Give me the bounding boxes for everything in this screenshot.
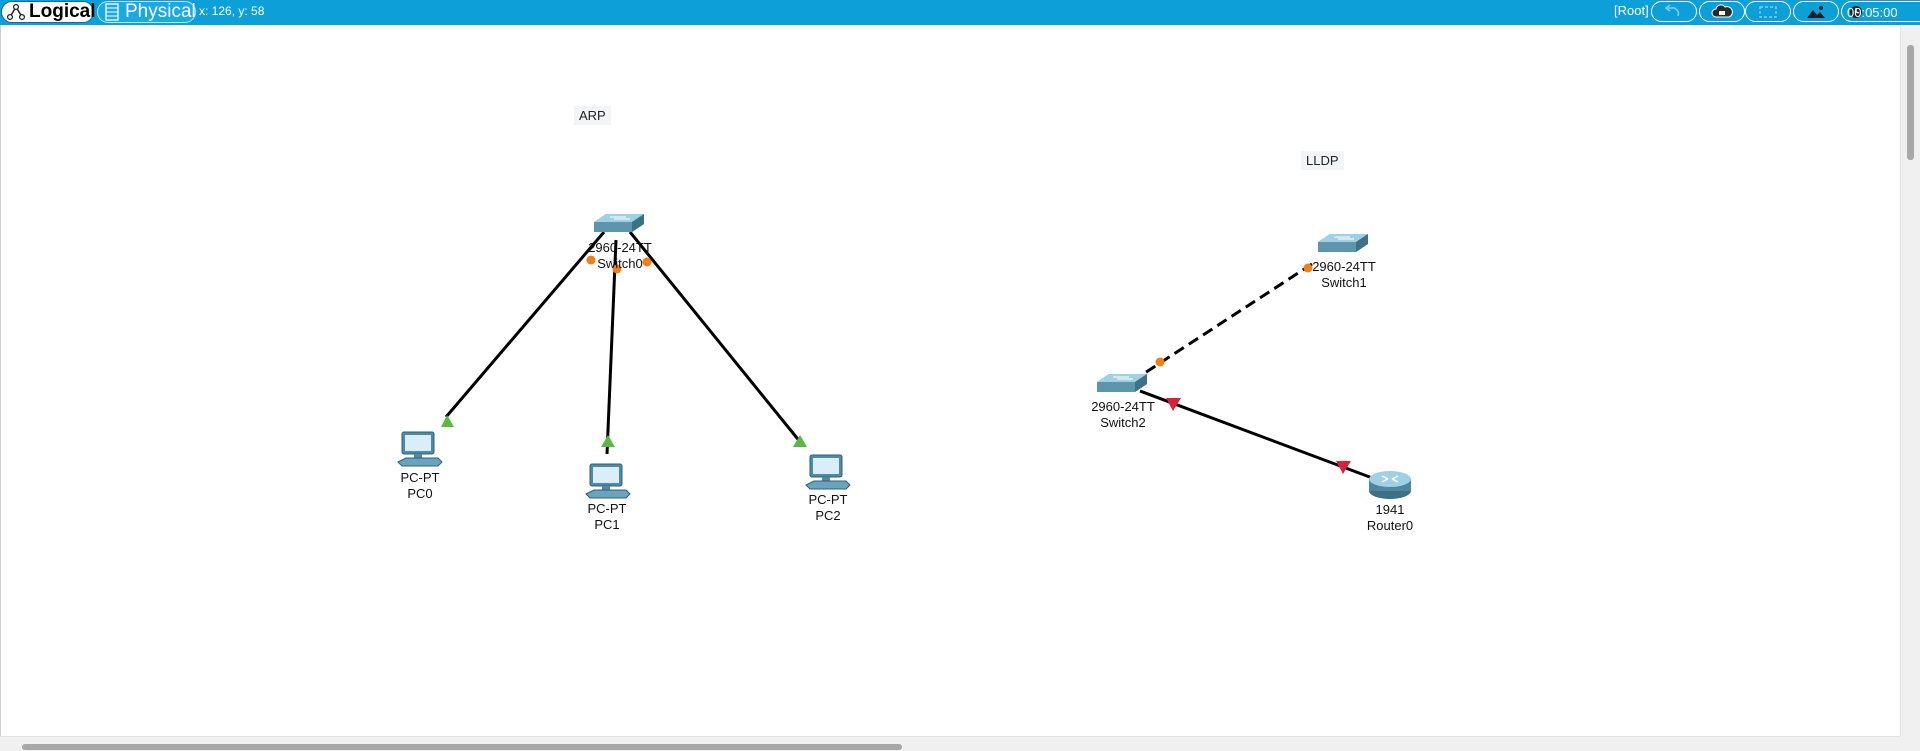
cloud-icon: [1711, 3, 1733, 17]
device-name: PC0: [407, 486, 433, 501]
link-light-orange: [642, 257, 652, 267]
link-switch0-pc1[interactable]: [605, 239, 618, 455]
background-image-icon: [1807, 5, 1825, 18]
device-name: Switch1: [1321, 275, 1367, 290]
vertical-scroll-thumb[interactable]: [1907, 45, 1914, 160]
device-label-switch0: 2960-24TT Switch0: [570, 240, 670, 272]
device-name: Switch0: [597, 256, 643, 271]
tab-logical[interactable]: Logical: [1, 1, 96, 23]
topology-icon: [6, 2, 26, 22]
horizontal-scrollbar[interactable]: [0, 736, 1900, 751]
device-label-pc1: PC-PT PC1: [557, 501, 657, 533]
link-light-green-up: [793, 435, 807, 447]
clock-icon: [1849, 5, 1862, 18]
device-label-router0: 1941 Router0: [1340, 502, 1440, 534]
simulation-clock[interactable]: [1841, 1, 1920, 22]
device-label-pc2: PC-PT PC2: [778, 492, 878, 524]
link-switch1-switch2[interactable]: [1136, 262, 1313, 380]
device-model: 2960-24TT: [1091, 399, 1155, 414]
device-name: Switch2: [1100, 415, 1146, 430]
link-light-orange: [586, 255, 596, 265]
tab-physical[interactable]: Physical: [97, 1, 196, 23]
topology-canvas: [397, 214, 1411, 499]
pc-icon[interactable]: [585, 463, 631, 499]
pc-icon[interactable]: [397, 431, 443, 467]
note-lldp[interactable]: LLDP: [1301, 151, 1344, 170]
clock-time: 00:05:00: [1847, 4, 1898, 20]
vertical-scrollbar[interactable]: [1900, 25, 1920, 736]
link-light-orange: [612, 264, 622, 274]
link-light-orange: [1155, 357, 1165, 367]
device-name: PC2: [815, 508, 841, 523]
cursor-coordinates: x: 126, y: 58: [199, 4, 265, 18]
router-icon[interactable]: [1369, 471, 1411, 499]
link-light-orange: [1303, 263, 1313, 273]
device-label-switch2: 2960-24TT Switch2: [1073, 399, 1173, 431]
device-model: 2960-24TT: [1312, 259, 1376, 274]
switch-icon[interactable]: [1097, 374, 1147, 392]
link-switch2-router0[interactable]: [1139, 389, 1376, 481]
switch-icon[interactable]: [594, 214, 644, 232]
link-switch0-pc2[interactable]: [628, 231, 803, 444]
background-image-button[interactable]: [1793, 1, 1839, 22]
horizontal-scroll-thumb[interactable]: [22, 744, 902, 750]
viewport-icon: [1759, 5, 1777, 18]
pc-icon[interactable]: [805, 454, 851, 490]
rack-icon: [102, 2, 122, 22]
device-model: PC-PT: [587, 501, 627, 516]
device-label-pc0: PC-PT PC0: [370, 470, 470, 502]
tab-physical-label: Physical: [125, 1, 196, 22]
device-name: PC1: [594, 517, 620, 532]
scrollbar-corner: [1900, 736, 1920, 751]
device-model: PC-PT: [808, 492, 848, 507]
link-light-green-up: [601, 435, 615, 447]
back-icon: [1664, 3, 1680, 16]
link-light-red-down: [1336, 461, 1351, 474]
link-light-green-up: [441, 415, 454, 427]
top-toolbar: Logical Physical x: 126, y: 58 [Root] 00…: [0, 0, 1920, 25]
cloud-button[interactable]: [1699, 1, 1745, 22]
device-label-switch1: 2960-24TT Switch1: [1294, 259, 1394, 291]
device-model: 1941: [1375, 502, 1405, 517]
link-switch0-pc0[interactable]: [444, 231, 606, 418]
device-model: 2960-24TT: [588, 240, 652, 255]
device-model: PC-PT: [400, 470, 440, 485]
root-breadcrumb[interactable]: [Root]: [1614, 3, 1649, 18]
link-light-red-down: [1166, 398, 1181, 411]
switch-icon[interactable]: [1318, 234, 1368, 252]
logical-workspace[interactable]: [0, 25, 1900, 736]
tab-logical-label: Logical: [29, 1, 96, 22]
device-name: Router0: [1366, 518, 1414, 533]
viewport-button[interactable]: [1745, 1, 1791, 22]
back-button[interactable]: [1651, 1, 1697, 22]
note-arp[interactable]: ARP: [574, 106, 611, 125]
